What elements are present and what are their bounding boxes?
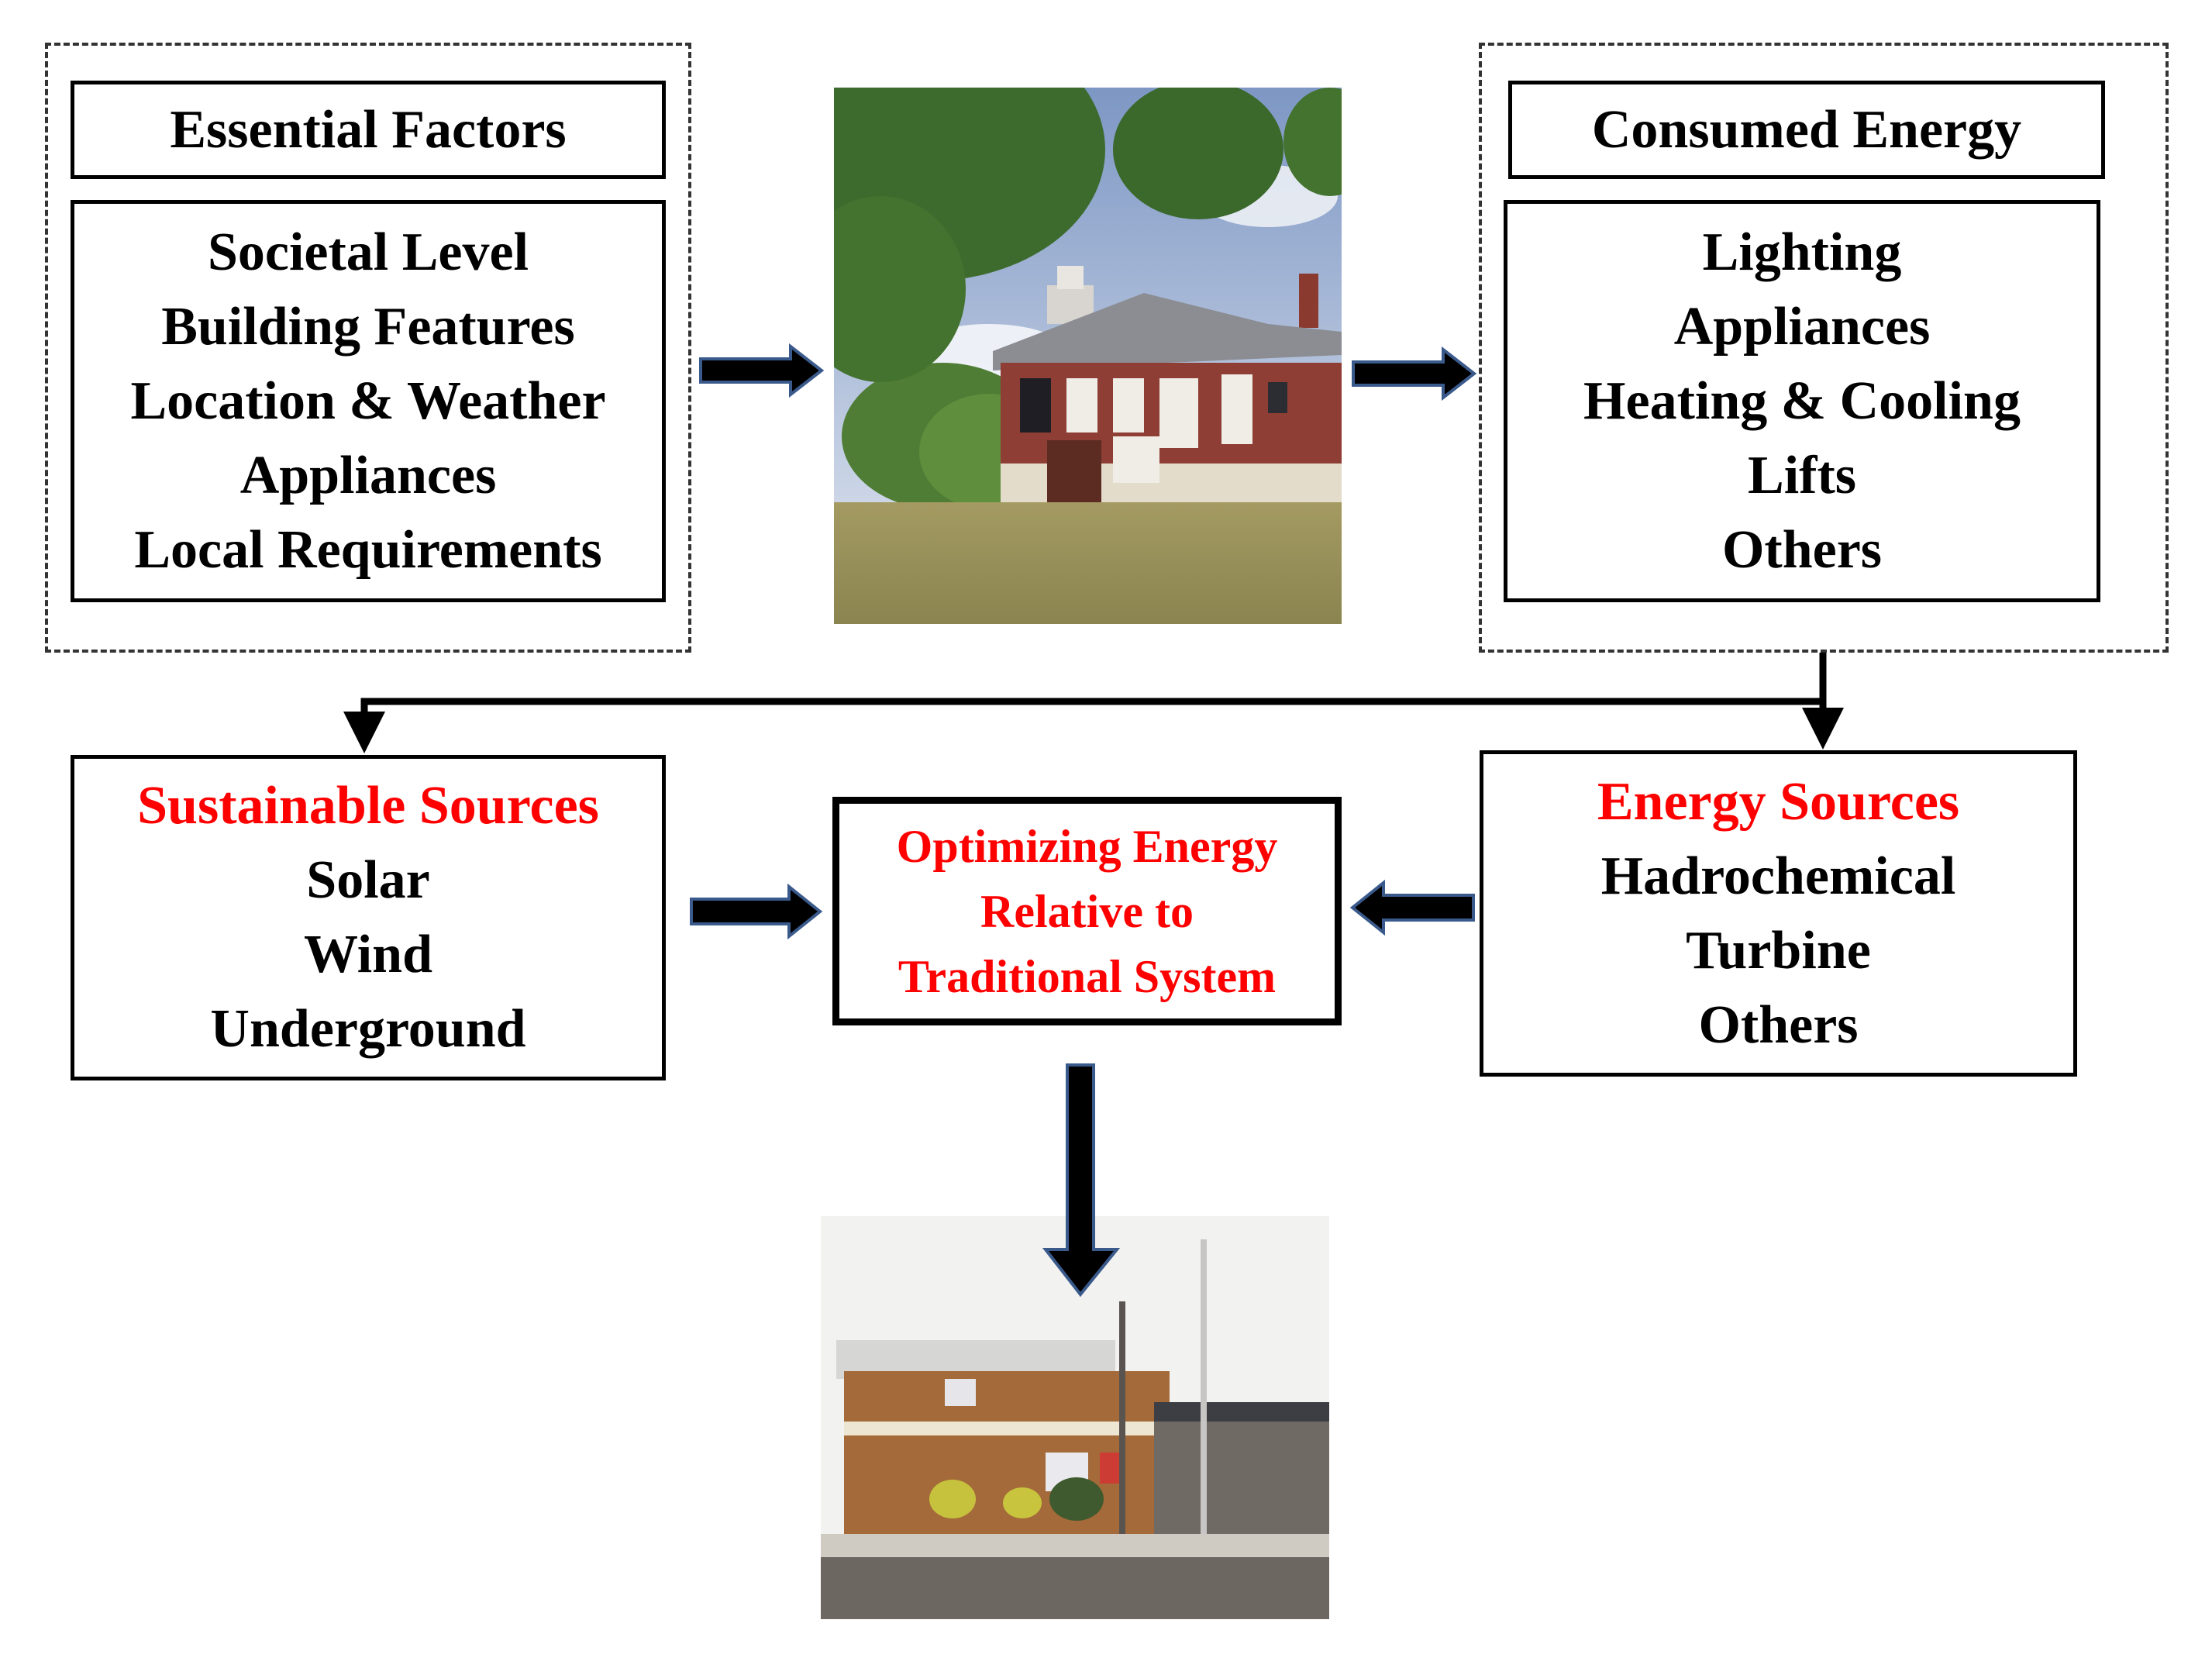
- list-item: Location & Weather: [130, 370, 606, 431]
- consumed-energy-list: Lighting Appliances Heating & Cooling Li…: [1504, 200, 2100, 602]
- list-item: Appliances: [1673, 296, 1931, 357]
- energy-sources-box: Energy Sources Hadrochemical Turbine Oth…: [1480, 750, 2077, 1077]
- list-item: Others: [1698, 994, 1859, 1055]
- optimizing-line: Optimizing Energy: [896, 820, 1278, 872]
- right-arrow-icon: [1352, 346, 1477, 401]
- consumed-energy-group: [1479, 43, 2169, 653]
- list-item: Hadrochemical: [1600, 846, 1956, 906]
- list-item: Turbine: [1686, 920, 1871, 980]
- optimizing-line: Traditional System: [898, 950, 1277, 1002]
- essential-factors-title-box: Essential Factors: [71, 81, 666, 179]
- list-item: Appliances: [239, 445, 497, 505]
- essential-factors-list: Societal Level Building Features Locatio…: [71, 200, 666, 602]
- left-arrow-icon: [1349, 880, 1475, 936]
- traditional-building-photo: [834, 88, 1342, 624]
- energy-sources-title: Energy Sources: [1597, 771, 1960, 832]
- list-item: Lighting: [1702, 222, 1902, 282]
- essential-factors-group: [45, 43, 691, 653]
- list-item: Heating & Cooling: [1583, 370, 2021, 431]
- sustainable-sources-box: Sustainable Sources Solar Wind Undergrou…: [71, 755, 666, 1080]
- list-item: Wind: [303, 925, 433, 984]
- list-item: Building Features: [161, 296, 575, 357]
- consumed-energy-title: Consumed Energy: [1591, 99, 2022, 160]
- consumed-energy-title-box: Consumed Energy: [1508, 81, 2105, 179]
- optimizing-energy-box: Optimizing Energy Relative to Traditiona…: [832, 797, 1342, 1025]
- right-arrow-icon: [690, 884, 823, 939]
- list-item: Societal Level: [207, 222, 529, 282]
- right-arrow-icon: [699, 343, 825, 398]
- optimizing-line: Relative to: [980, 885, 1194, 937]
- list-item: Underground: [210, 999, 526, 1059]
- down-arrow-icon: [1042, 1063, 1120, 1298]
- connector-to-sustainable-sources: [343, 698, 1823, 753]
- sustainable-sources-title: Sustainable Sources: [137, 776, 599, 836]
- list-item: Lifts: [1748, 445, 1856, 505]
- essential-factors-title: Essential Factors: [170, 99, 567, 160]
- list-item: Others: [1721, 519, 1883, 580]
- list-item: Local Requirements: [134, 519, 602, 580]
- list-item: Solar: [306, 850, 430, 910]
